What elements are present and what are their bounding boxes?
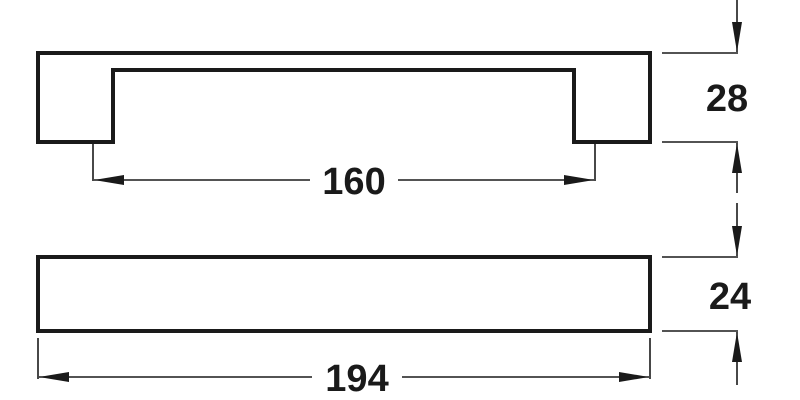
handle-front-outline [36, 51, 652, 144]
dimension-label-160: 160 [322, 161, 385, 203]
top-view [36, 255, 652, 333]
handle-top-outline [36, 255, 652, 333]
dimension-hole-centers: 160 [92, 144, 596, 203]
front-view [36, 51, 652, 144]
dimension-label-194: 194 [325, 358, 388, 400]
dimension-overall-length: 194 [37, 338, 651, 400]
dimension-projection: 28 [662, 0, 748, 193]
dimension-width: 24 [662, 203, 751, 385]
dimension-label-24: 24 [709, 276, 751, 318]
dimension-label-28: 28 [706, 78, 748, 120]
